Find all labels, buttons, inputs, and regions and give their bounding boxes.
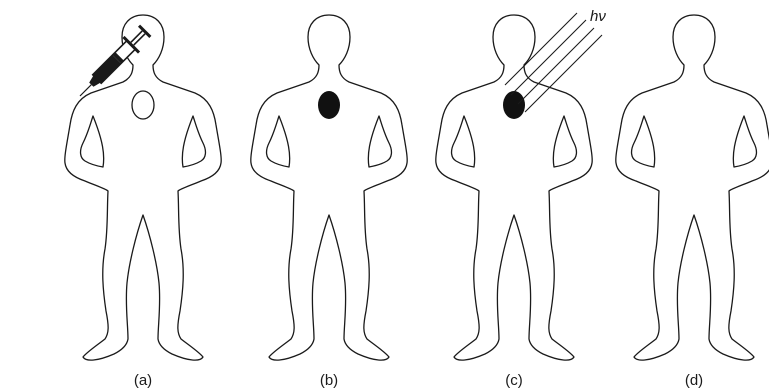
panel-label-b: (b) bbox=[320, 372, 338, 389]
left-arm-gap bbox=[81, 116, 104, 167]
human-body-outline bbox=[436, 15, 592, 360]
tumor-filled bbox=[318, 91, 340, 119]
human-body-outline bbox=[251, 15, 407, 360]
light-hv-label: hν bbox=[590, 8, 606, 25]
right-arm-gap bbox=[368, 116, 391, 167]
panel-d bbox=[616, 15, 769, 360]
human-body-outline bbox=[616, 15, 769, 360]
panel-label-c: (c) bbox=[505, 372, 523, 389]
panel-c bbox=[436, 15, 592, 360]
tumor-outline bbox=[132, 91, 154, 119]
panel-b bbox=[251, 15, 407, 360]
tumor-filled bbox=[503, 91, 525, 119]
left-arm-gap bbox=[267, 116, 290, 167]
left-arm-gap bbox=[632, 116, 655, 167]
right-arm-gap bbox=[182, 116, 205, 167]
panel-label-d: (d) bbox=[685, 372, 703, 389]
right-arm-gap bbox=[553, 116, 576, 167]
panel-label-a: (a) bbox=[134, 372, 152, 389]
right-arm-gap bbox=[733, 116, 756, 167]
human-body-outline bbox=[65, 15, 221, 360]
panel-a bbox=[65, 15, 221, 360]
left-arm-gap bbox=[452, 116, 475, 167]
